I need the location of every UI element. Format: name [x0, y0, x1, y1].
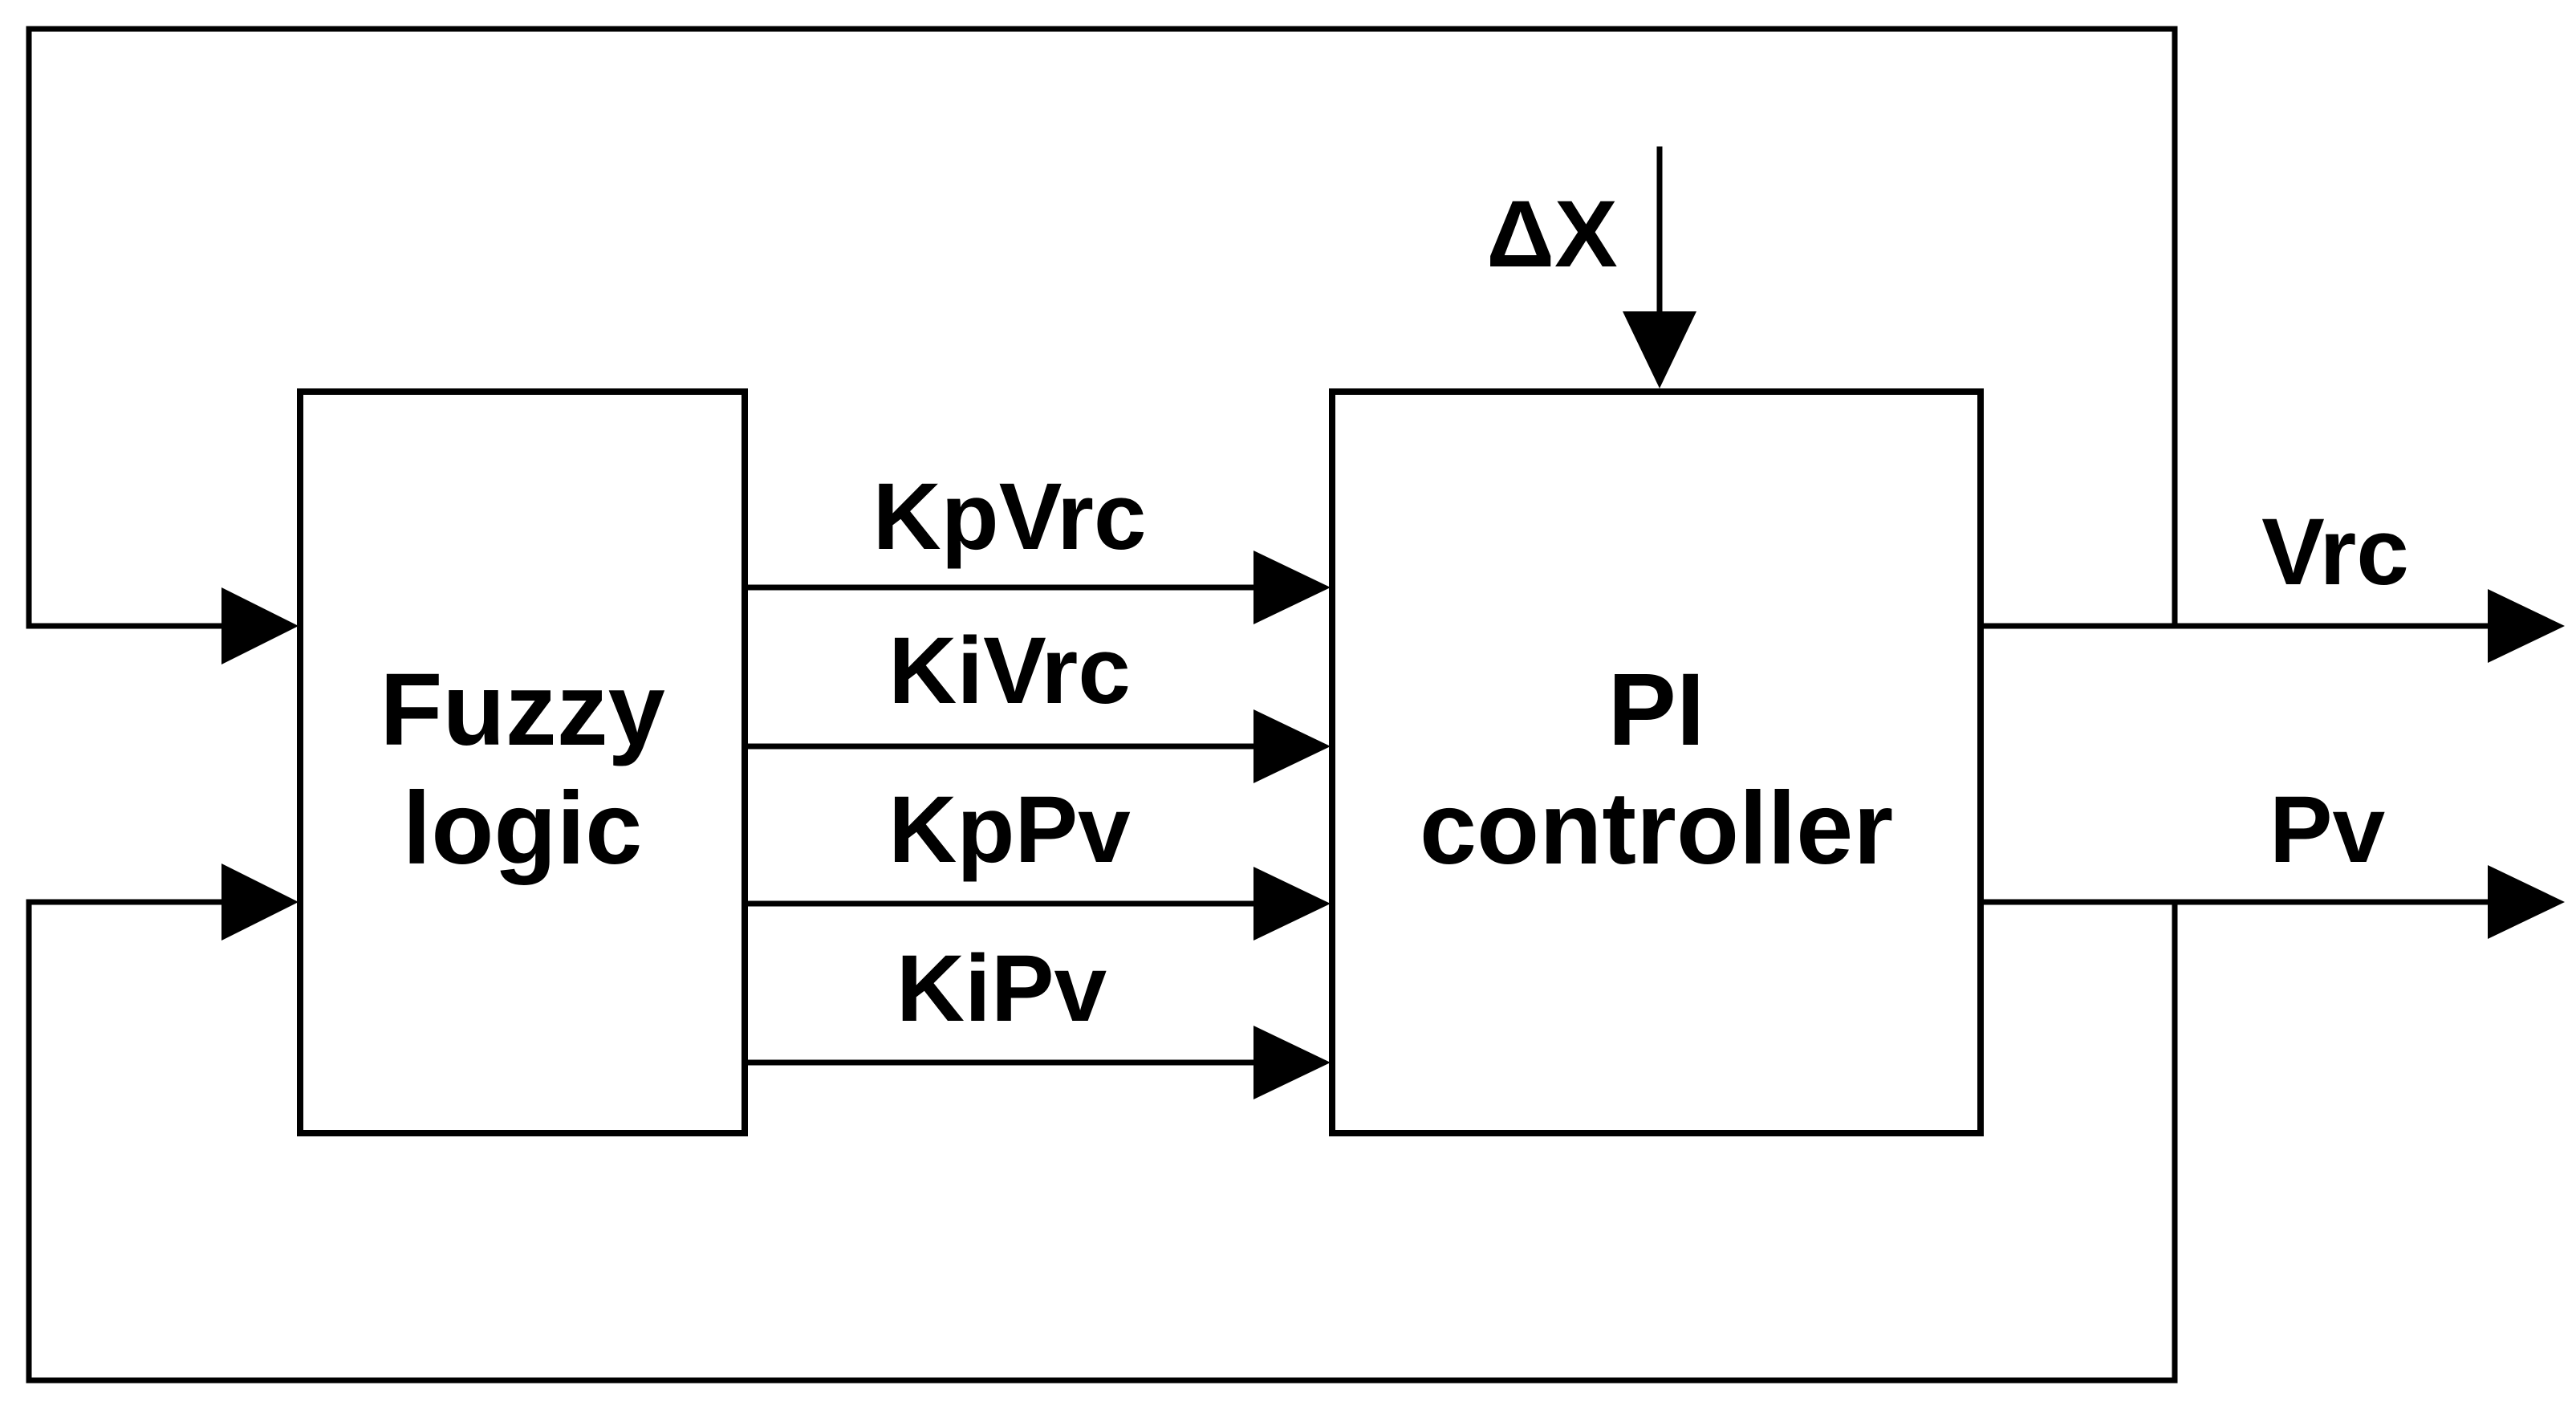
- feedback-loop-pv: [26, 899, 2178, 1384]
- disturbance-arrowhead: [1623, 311, 1696, 388]
- gain-arrowhead-kipv: [1253, 1026, 1331, 1099]
- pi-controller-block: [1329, 388, 1984, 1136]
- gain-label-kpvrc: KpVrc: [872, 464, 1146, 570]
- gain-arrowhead-kppv: [1253, 867, 1331, 941]
- gain-label-kivrc: KiVrc: [888, 618, 1131, 724]
- gain-arrowhead-kivrc: [1253, 709, 1331, 783]
- gain-arrowhead-kpvrc: [1253, 551, 1331, 624]
- fuzzy-logic-label-line1: Fuzzy: [380, 652, 665, 767]
- output-arrowhead-vrc: [2488, 589, 2565, 663]
- gain-label-kppv: KpPv: [888, 777, 1131, 883]
- pi-controller-label-line2: controller: [1420, 771, 1893, 886]
- output-label-pv: Pv: [2269, 777, 2386, 883]
- output-label-vrc: Vrc: [2261, 499, 2409, 605]
- disturbance-label: ΔX: [1486, 181, 1618, 287]
- fuzzy-logic-block: [297, 388, 748, 1136]
- output-arrowhead-pv: [2488, 865, 2565, 939]
- feedback-pv-arrowhead: [221, 864, 299, 941]
- fuzzy-logic-label-line2: logic: [403, 771, 643, 886]
- gain-label-kipv: KiPv: [896, 936, 1107, 1042]
- feedback-vrc-arrowhead: [221, 587, 299, 664]
- feedback-loop-vrc: [26, 26, 2178, 629]
- pi-controller-label-line1: PI: [1608, 652, 1705, 767]
